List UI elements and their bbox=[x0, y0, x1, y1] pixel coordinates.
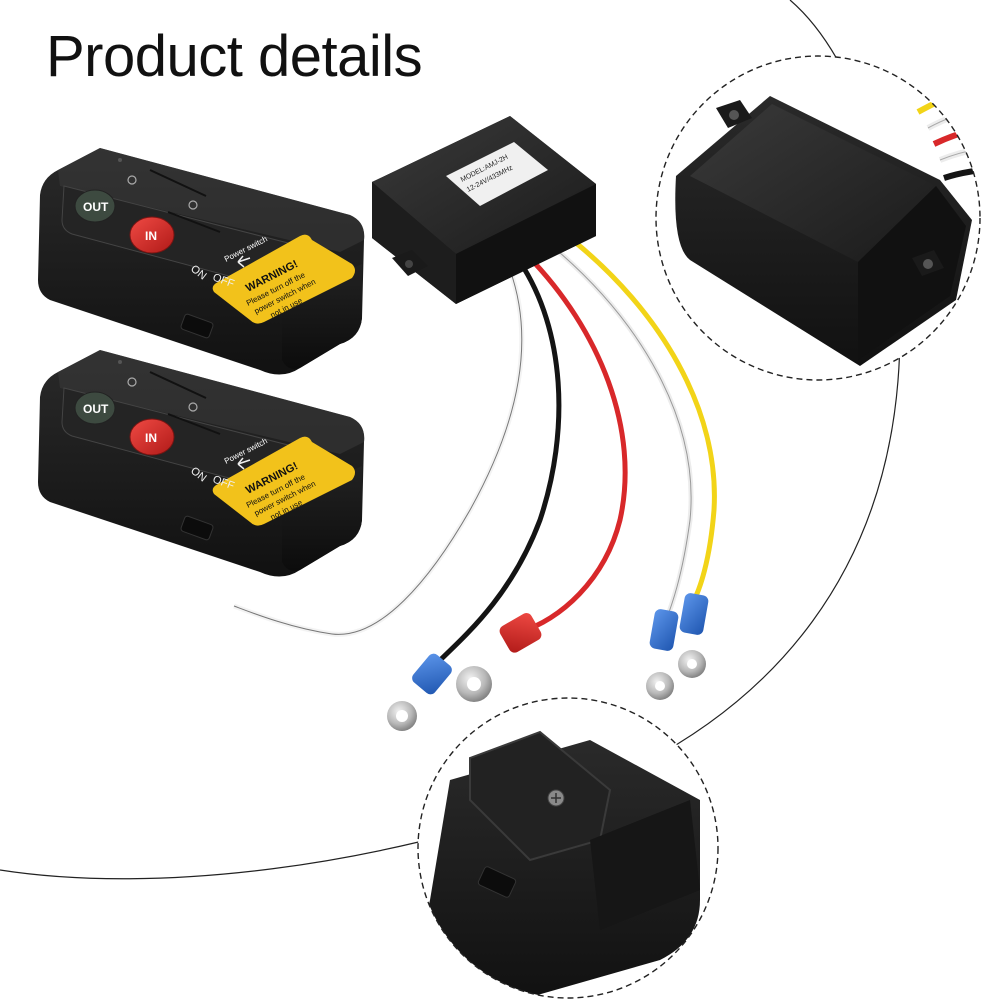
detail-circle-remote-back bbox=[417, 697, 719, 999]
led-icon-2 bbox=[118, 360, 122, 364]
terminal-yellow bbox=[678, 593, 709, 678]
power-switch-slider-1[interactable] bbox=[180, 313, 214, 339]
receiver-label: MODEL:AMJ-2H 12-24V/433MHz bbox=[446, 142, 548, 206]
power-switch-slider-detail[interactable] bbox=[477, 866, 517, 898]
remote-control-2: WARNING! Please turn off the power switc… bbox=[38, 350, 365, 577]
led-icon-1 bbox=[118, 158, 122, 162]
indicator-icon-2a bbox=[127, 377, 137, 387]
black-wire bbox=[430, 260, 562, 670]
terminal-red bbox=[456, 613, 542, 702]
out-button-1[interactable]: OUT bbox=[74, 189, 116, 223]
power-switch-slider-2[interactable] bbox=[180, 515, 214, 541]
page-title: Product details bbox=[46, 24, 423, 89]
red-wire bbox=[519, 254, 628, 635]
out-button-label-2: OUT bbox=[83, 402, 109, 416]
in-button-label-2: IN bbox=[145, 431, 157, 445]
indicator-icon-2b bbox=[188, 402, 198, 412]
indicator-icon-1a bbox=[127, 175, 137, 185]
arrow-icon-2 bbox=[237, 457, 251, 470]
warning-label-2: WARNING! Please turn off the power switc… bbox=[212, 436, 355, 526]
remote-control-1: WARNING! Please turn off the power switc… bbox=[38, 148, 365, 375]
receiver-unit: MODEL:AMJ-2H 12-24V/433MHz bbox=[233, 116, 717, 731]
indicator-icon-1b bbox=[188, 200, 198, 210]
in-button-2[interactable]: IN bbox=[129, 418, 175, 456]
yellow-wire bbox=[568, 236, 717, 606]
in-button-label-1: IN bbox=[145, 229, 157, 243]
terminal-white bbox=[646, 609, 679, 700]
terminal-black bbox=[387, 653, 452, 731]
out-button-label-1: OUT bbox=[83, 200, 109, 214]
in-button-1[interactable]: IN bbox=[129, 216, 175, 254]
arrow-icon-1 bbox=[237, 255, 251, 268]
detail-circle-receiver bbox=[655, 55, 981, 381]
out-button-2[interactable]: OUT bbox=[74, 391, 116, 425]
